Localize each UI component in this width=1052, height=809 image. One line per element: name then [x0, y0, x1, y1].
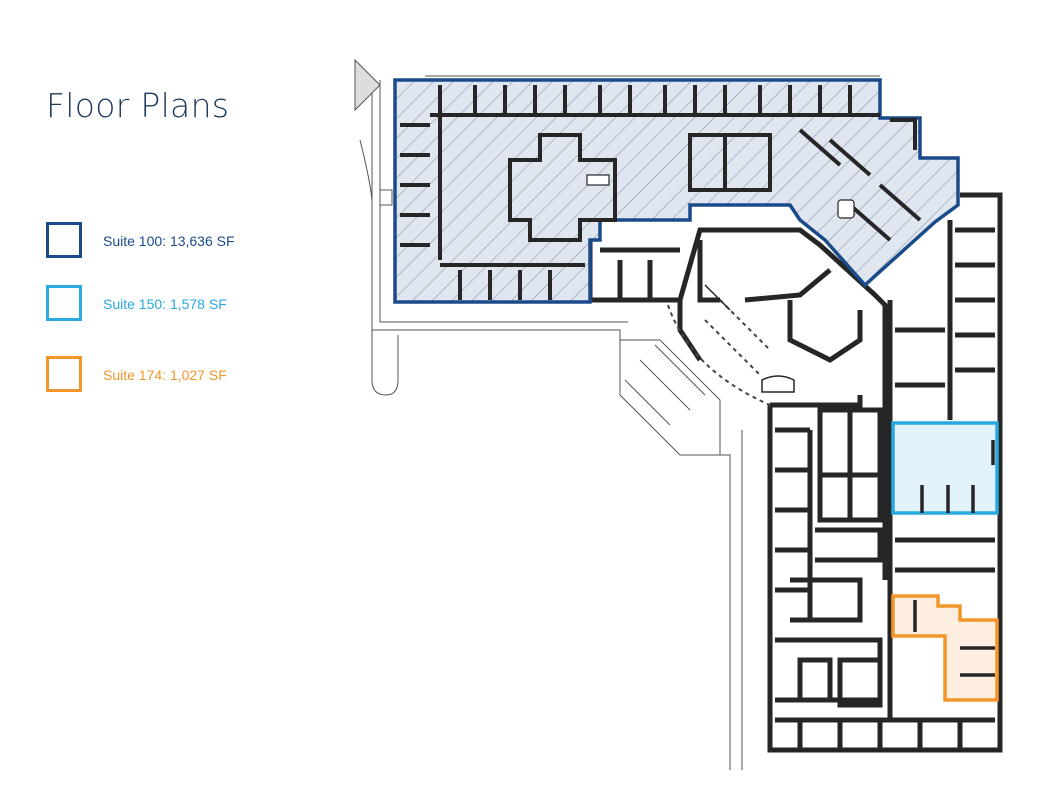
- legend-swatch-suite-100: [46, 222, 82, 258]
- suite-174-walls: [913, 600, 995, 677]
- suite-100-walls: [400, 85, 922, 300]
- suite-150-partitions: [920, 485, 975, 513]
- center-room-c: [790, 577, 863, 623]
- center-room-divider: [820, 410, 880, 520]
- reception-desk: [761, 375, 795, 393]
- legend-label-suite-150: Suite 150: 1,578 SF: [103, 296, 227, 312]
- south-office-walls: [458, 270, 552, 300]
- legend-swatch-suite-174: [46, 356, 82, 392]
- center-room-b: [815, 527, 883, 563]
- core-mid: [744, 268, 832, 303]
- east-wing-shell: [767, 192, 1003, 753]
- west-offices: [775, 427, 810, 593]
- angled-office-walls: [798, 128, 922, 242]
- rotunda-arc: [667, 304, 771, 406]
- legend-item-suite-174[interactable]: Suite 174: 1,027 SF: [46, 356, 306, 396]
- east-lower-offices: [895, 537, 995, 573]
- legend-label-suite-100: Suite 100: 13,636 SF: [103, 233, 235, 249]
- core-east: [720, 227, 888, 580]
- site-outlines: [354, 58, 880, 770]
- page-title: Floor Plans: [46, 86, 230, 125]
- entry-planter: [371, 330, 399, 396]
- curve-line: [359, 139, 373, 201]
- suite-100-area[interactable]: [393, 78, 960, 304]
- core-room: [697, 240, 720, 303]
- core-sw: [677, 300, 703, 362]
- rotunda: [667, 299, 771, 406]
- lobby-stair: [704, 284, 731, 311]
- small-box: [379, 189, 393, 206]
- east-offices: [955, 227, 995, 373]
- north-office-walls: [438, 85, 852, 115]
- north-core-rooms: [600, 247, 680, 300]
- counter: [586, 174, 610, 186]
- suite-150-walls: [920, 440, 995, 513]
- north-marker: [354, 58, 381, 112]
- fixture: [837, 199, 855, 219]
- rotunda-lines: [704, 299, 771, 376]
- legend-label-suite-174: Suite 174: 1,027 SF: [103, 367, 227, 383]
- legend-item-suite-100[interactable]: Suite 100: 13,636 SF: [46, 222, 306, 262]
- legend-swatch-suite-150: [46, 285, 82, 321]
- west-office-walls: [400, 123, 430, 247]
- central-core: [508, 133, 617, 242]
- walkway-stripes: [624, 344, 706, 426]
- center-room-a: [817, 407, 883, 523]
- conference-room: [688, 133, 772, 192]
- suite-174-partitions: [913, 600, 995, 677]
- east-mid-offices: [895, 327, 945, 388]
- suite-100-fixtures: [586, 174, 855, 219]
- south-room-c: [797, 657, 833, 703]
- ne-office: [890, 118, 917, 150]
- restroom-block: [787, 300, 863, 363]
- lobby-details: [704, 284, 795, 393]
- walkway: [620, 339, 721, 455]
- legend-item-suite-150[interactable]: Suite 150: 1,578 SF: [46, 285, 306, 325]
- south-offices: [797, 720, 963, 750]
- lobby-north: [770, 395, 863, 408]
- suite-150-area[interactable]: [891, 421, 999, 515]
- west-sidewalk-inner: [379, 80, 628, 323]
- south-room-b: [837, 657, 883, 708]
